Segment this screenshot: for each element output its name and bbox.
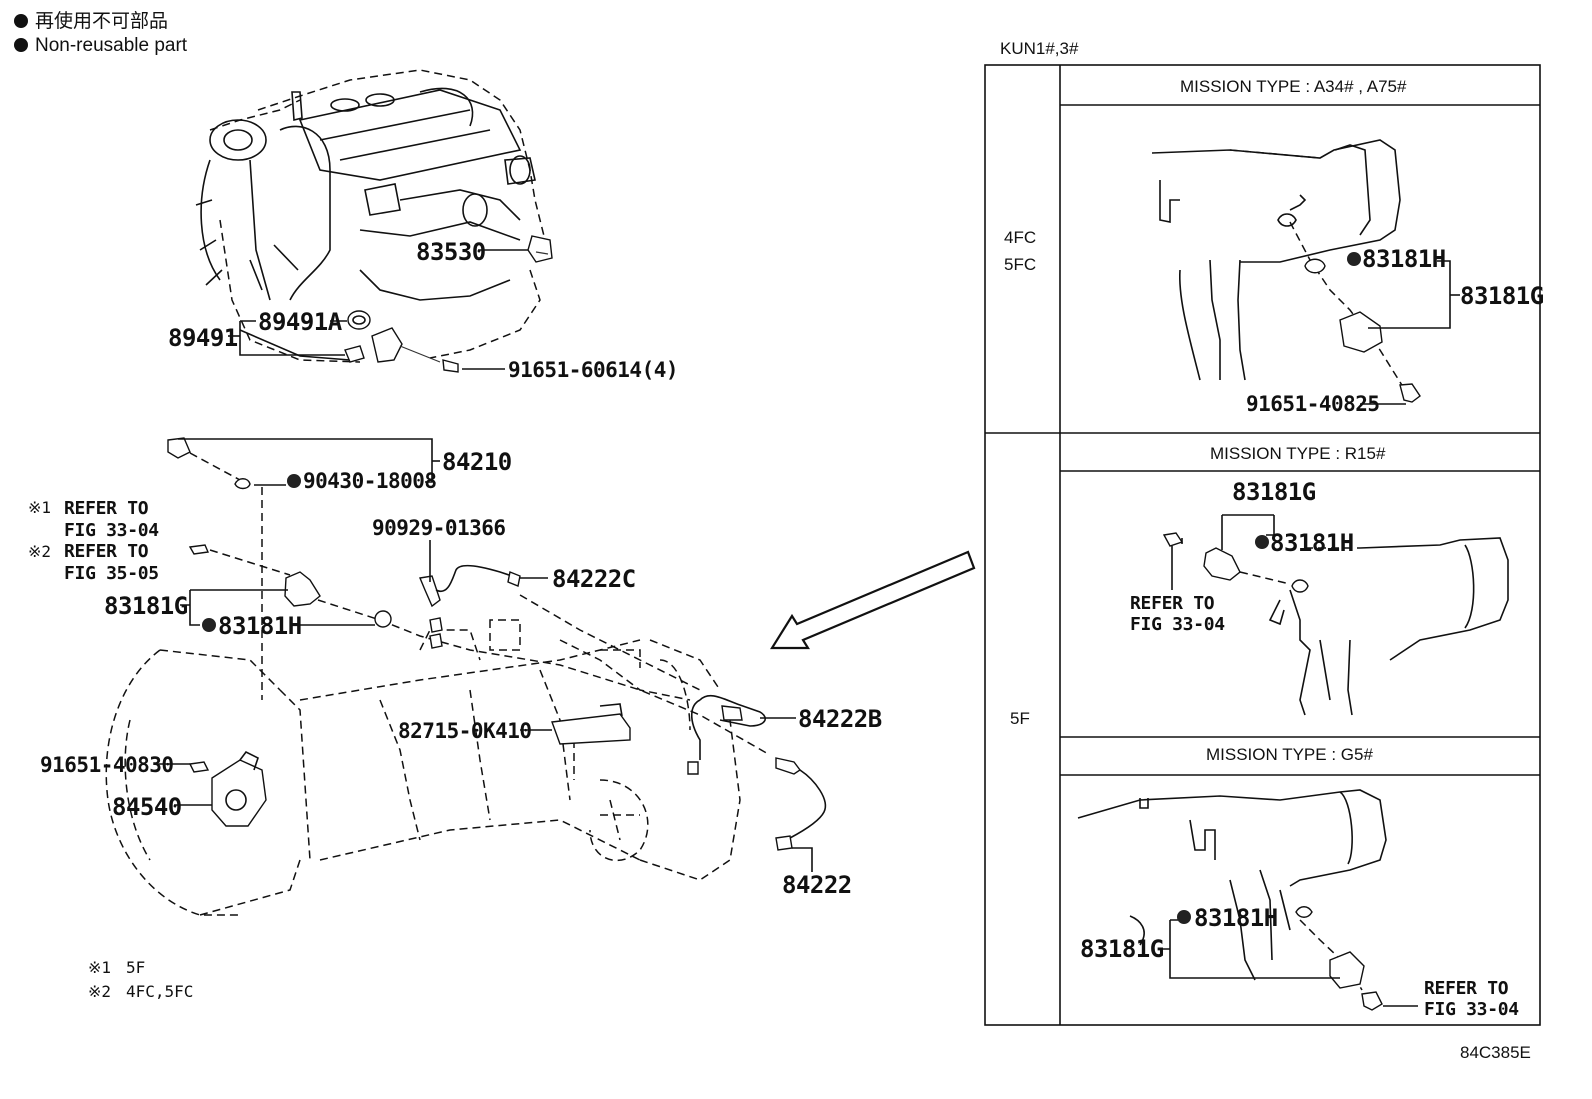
mission-type-header-c: MISSION TYPE : G5# — [1206, 745, 1373, 764]
part-label-90430-18008[interactable]: 90430-18008 — [303, 469, 437, 493]
legend-line-2: Non-reusable part — [14, 36, 187, 55]
side-label-5f: 5F — [1010, 709, 1030, 728]
part-label-89491[interactable]: 89491 — [168, 324, 238, 352]
mission-type-header-b: MISSION TYPE : R15# — [1210, 444, 1386, 463]
panel-a-illustration — [1151, 139, 1421, 403]
refer-note-2-line2[interactable]: FIG 35-05 — [64, 563, 159, 584]
panel-c-label-83181h[interactable]: 83181H — [1194, 904, 1278, 932]
panel-c-refer-line2[interactable]: FIG 33-04 — [1424, 999, 1519, 1020]
part-label-91651-40830[interactable]: 91651-40830 — [40, 753, 174, 777]
refer-note-2-line1: REFER TO — [64, 541, 149, 562]
footnote-1-text: 5F — [126, 958, 146, 977]
panel-b-illustration — [1162, 532, 1509, 716]
non-reusable-marker-icon — [14, 14, 28, 28]
panel-a-label-83181g[interactable]: 83181G — [1460, 282, 1544, 310]
legend-line-1: 再使用不可部品 — [14, 12, 168, 31]
part-label-84222b[interactable]: 84222B — [798, 705, 882, 733]
part-label-91651-60614[interactable]: 91651-60614(4) — [508, 358, 679, 382]
footnote-2-mark: ※2 — [88, 982, 112, 1001]
legend-text-en: Non-reusable part — [35, 35, 188, 56]
part-label-83181h[interactable]: 83181H — [218, 612, 302, 640]
non-reusable-marker-icon — [14, 38, 28, 52]
part-label-84210[interactable]: 84210 — [442, 448, 512, 476]
refer-note-1-mark: ※1 — [28, 498, 52, 517]
panel-b-refer-line1: REFER TO — [1130, 593, 1215, 614]
panel-b-refer-line2[interactable]: FIG 33-04 — [1130, 614, 1225, 635]
refer-note-1-line2[interactable]: FIG 33-04 — [64, 520, 159, 541]
side-label-5fc: 5FC — [1004, 255, 1037, 274]
panel-c-label-83181g[interactable]: 83181G — [1080, 935, 1164, 963]
panel-a-label-91651-40825[interactable]: 91651-40825 — [1246, 392, 1380, 416]
figure-code: 84C385E — [1460, 1043, 1531, 1062]
refer-note-2-mark: ※2 — [28, 542, 52, 561]
legend-text-jp: 再使用不可部品 — [35, 11, 169, 32]
part-label-84222[interactable]: 84222 — [782, 871, 852, 899]
panel-c-refer-line1: REFER TO — [1424, 978, 1509, 999]
model-code: KUN1#,3# — [1000, 39, 1079, 58]
transmission-illustration — [105, 437, 827, 916]
panel-a-label-83181h[interactable]: 83181H — [1362, 245, 1446, 273]
part-label-89491a[interactable]: 89491A — [258, 308, 342, 336]
footnote-2-text: 4FC,5FC — [126, 982, 194, 1001]
part-label-90929-01366[interactable]: 90929-01366 — [372, 516, 506, 540]
part-label-83181g[interactable]: 83181G — [104, 592, 188, 620]
mission-type-header-a: MISSION TYPE : A34# , A75# — [1180, 77, 1407, 96]
refer-note-1-line1: REFER TO — [64, 498, 149, 519]
part-label-84222c[interactable]: 84222C — [552, 565, 636, 593]
panel-b-label-83181h[interactable]: 83181H — [1270, 529, 1354, 557]
footnote-1-mark: ※1 — [88, 958, 112, 977]
panel-b-label-83181g[interactable]: 83181G — [1232, 478, 1316, 506]
engine-illustration — [195, 69, 553, 373]
part-label-83530[interactable]: 83530 — [416, 238, 486, 266]
part-label-84540[interactable]: 84540 — [112, 793, 182, 821]
part-label-82715-0k410[interactable]: 82715-0K410 — [398, 719, 532, 743]
side-label-4fc: 4FC — [1004, 228, 1037, 247]
panel-c-illustration — [1077, 789, 1387, 1011]
